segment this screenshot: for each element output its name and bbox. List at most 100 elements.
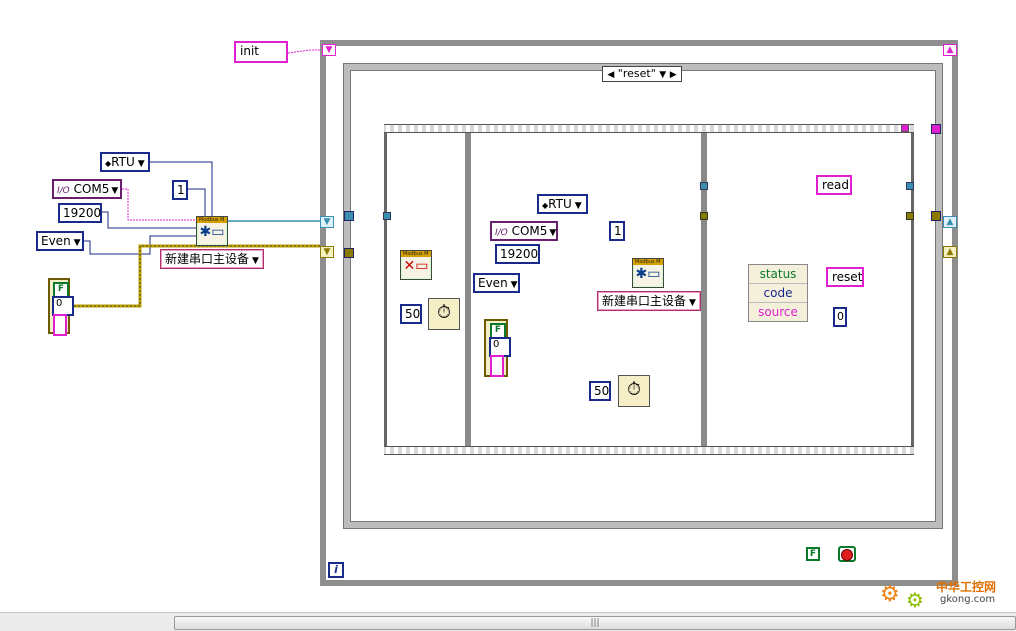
parity-enum-mid[interactable]: Even▼ bbox=[473, 273, 520, 293]
source-label: source bbox=[758, 305, 798, 319]
serial-master-icon: ✱▭ bbox=[199, 224, 225, 240]
stop-terminal[interactable] bbox=[838, 546, 856, 562]
close-master-icon: ✕▭ bbox=[403, 258, 429, 274]
shift-register-right-modbus: ▲ bbox=[943, 216, 957, 228]
subvi-header: Modbus M bbox=[197, 217, 227, 223]
bool-f-left: F bbox=[57, 284, 65, 294]
dropdown-icon: ▼ bbox=[137, 159, 145, 169]
master-type-ring-mid[interactable]: 新建串口主设备▼ bbox=[597, 291, 701, 311]
sequence-tunnel-error bbox=[700, 212, 708, 220]
case-tunnel-error-in bbox=[344, 248, 354, 258]
dropdown-icon: ▼ bbox=[325, 45, 333, 55]
dropdown-icon: ▼ bbox=[323, 247, 331, 257]
source-string-left[interactable] bbox=[53, 314, 67, 336]
horizontal-scrollbar[interactable]: ||| bbox=[0, 612, 1016, 631]
wait-b-value: 50 bbox=[594, 384, 610, 398]
sequence-tunnel-modbus-out bbox=[906, 182, 914, 190]
shift-register-right-top: ▲ bbox=[943, 44, 957, 56]
dropdown-icon: ▼ bbox=[323, 217, 331, 227]
wait-ms-constant-2[interactable]: 50 bbox=[589, 381, 611, 401]
visa-resource-mid[interactable]: I/O COM5▼ bbox=[490, 221, 558, 241]
sequence-tunnel-modbus-2 bbox=[700, 182, 708, 190]
code-num-left[interactable]: 0 bbox=[52, 296, 74, 316]
sequence-film-top bbox=[384, 124, 914, 133]
read-string-constant[interactable]: read bbox=[816, 175, 852, 195]
case-dropdown-icon[interactable]: ▼ bbox=[659, 70, 667, 80]
ring-left-label: 新建串口主设备 bbox=[165, 252, 250, 266]
subvi-header: Modbus M bbox=[633, 259, 663, 265]
dropdown-icon: ▼ bbox=[111, 186, 119, 196]
unbundle-source[interactable]: source bbox=[749, 303, 807, 321]
case-value-label: "reset" bbox=[617, 67, 656, 80]
sequence-divider-1 bbox=[465, 133, 471, 446]
modbus-create-subvi-mid[interactable]: Modbus M ✱▭ bbox=[632, 258, 664, 288]
unbundle-by-name[interactable]: status code source bbox=[748, 264, 808, 322]
com-left-label: COM5 bbox=[73, 182, 110, 196]
dropdown-icon: ▼ bbox=[549, 228, 557, 238]
scrollbar-thumb[interactable]: ||| bbox=[174, 616, 1016, 630]
parity-enum-left[interactable]: Even▼ bbox=[36, 231, 84, 251]
unit-mid-value: 1 bbox=[614, 224, 622, 238]
rtu-left-label: RTU bbox=[111, 155, 135, 169]
io-icon: I/O bbox=[495, 228, 508, 238]
case-selector[interactable]: ◀ "reset" ▼ ▶ bbox=[602, 66, 682, 82]
code-num-mid[interactable]: 0 bbox=[489, 337, 511, 357]
rtu-enum-left[interactable]: ◆RTU▼ bbox=[100, 152, 150, 172]
reset-string-constant[interactable]: reset bbox=[826, 267, 864, 287]
status-label: status bbox=[759, 267, 797, 281]
stopwatch-icon[interactable]: ⏱ bbox=[428, 298, 460, 330]
gear-icon: ⚙ bbox=[880, 582, 900, 607]
ring-mid-label: 新建串口主设备 bbox=[602, 294, 687, 308]
dropdown-icon: ▼ bbox=[252, 256, 259, 266]
wait-ms-constant-1[interactable]: 50 bbox=[400, 304, 422, 324]
sequence-divider-2 bbox=[701, 133, 707, 446]
shift-register-right-error: ▲ bbox=[943, 246, 957, 258]
error-cluster-constant-mid[interactable]: F 0 bbox=[484, 319, 511, 377]
baud-mid-value: 19200 bbox=[500, 247, 539, 261]
shift-register-left-top: ▼ bbox=[322, 44, 336, 56]
rtu-enum-mid[interactable]: ◆RTU▼ bbox=[537, 194, 588, 214]
visa-resource-left[interactable]: I/O COM5▼ bbox=[52, 179, 122, 199]
unbundle-status[interactable]: status bbox=[749, 265, 807, 284]
baud-rate-mid[interactable]: 19200 bbox=[495, 244, 540, 264]
rtu-mid-label: RTU bbox=[548, 197, 572, 211]
code-mid-value: 0 bbox=[493, 339, 500, 350]
init-string-constant[interactable]: init bbox=[234, 41, 288, 63]
modbus-close-subvi[interactable]: Modbus M ✕▭ bbox=[400, 250, 432, 280]
stopwatch-icon[interactable]: ⏱ bbox=[618, 375, 650, 407]
sequence-tunnel-modbus bbox=[383, 212, 391, 220]
unbundle-code[interactable]: code bbox=[749, 284, 807, 303]
dropdown-icon: ▼ bbox=[689, 298, 696, 308]
serial-master-icon: ✱▭ bbox=[635, 266, 661, 282]
gkong-watermark: ⚙ ⚙ 中华工控网 gkong.com bbox=[880, 578, 1010, 612]
sequence-tunnel-error-out bbox=[906, 212, 914, 220]
zero-constant[interactable]: 0 bbox=[833, 307, 847, 327]
parity-mid-label: Even bbox=[478, 276, 508, 290]
baud-rate-left[interactable]: 19200 bbox=[58, 203, 102, 223]
subvi-header: Modbus M bbox=[401, 251, 431, 257]
dropdown-icon: ▼ bbox=[574, 201, 582, 211]
case-next-icon[interactable]: ▶ bbox=[669, 70, 677, 80]
wait-a-value: 50 bbox=[405, 307, 421, 321]
master-type-ring-left[interactable]: 新建串口主设备▼ bbox=[160, 249, 264, 269]
iteration-terminal: i bbox=[328, 562, 344, 578]
error-cluster-constant-left[interactable]: F 0 bbox=[48, 278, 74, 336]
reset-label: reset bbox=[832, 270, 863, 284]
stop-f-label: F bbox=[809, 549, 817, 559]
stop-sign-icon bbox=[841, 549, 853, 561]
zero-value: 0 bbox=[837, 310, 844, 323]
modbus-create-subvi-left[interactable]: Modbus M ✱▭ bbox=[196, 216, 228, 246]
grip-icon: ||| bbox=[590, 618, 600, 628]
stop-false-constant[interactable]: F bbox=[806, 547, 820, 561]
case-prev-icon[interactable]: ◀ bbox=[607, 70, 615, 80]
unit-id-mid[interactable]: 1 bbox=[609, 221, 625, 241]
sequence-tunnel-string bbox=[901, 124, 909, 132]
sequence-film-bottom bbox=[384, 446, 914, 455]
com-mid-label: COM5 bbox=[511, 224, 548, 238]
code-label: code bbox=[763, 286, 793, 300]
unit-id-left[interactable]: 1 bbox=[172, 180, 188, 200]
source-string-mid[interactable] bbox=[490, 355, 504, 377]
iteration-label: i bbox=[334, 563, 338, 576]
watermark-brand: 中华工控网 bbox=[936, 580, 997, 594]
baud-left-value: 19200 bbox=[63, 206, 102, 220]
